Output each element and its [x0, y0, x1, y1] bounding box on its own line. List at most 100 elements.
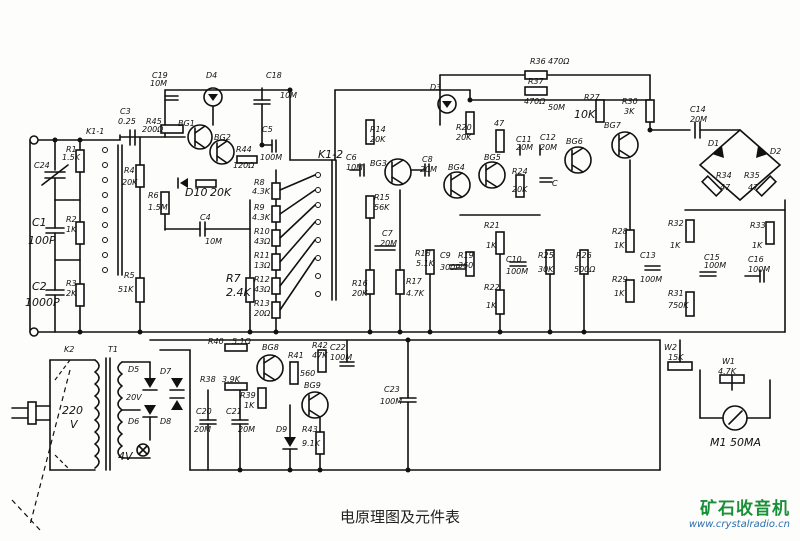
label-r1-value: 1.5K [62, 153, 81, 162]
label-r37-value: 470Ω [524, 97, 546, 106]
label-r31-value: 750K [668, 301, 689, 310]
label-c8: C8 [422, 155, 433, 164]
label-bg7: BG7 [604, 121, 622, 130]
label-c16: C16 [748, 255, 764, 264]
label-r18-value: 5.1K [416, 259, 435, 268]
label-r24: R24 [512, 167, 528, 176]
label-r27-value-big: 10K [574, 108, 596, 121]
label-r12: R12 [254, 275, 270, 284]
power-supply [11, 339, 661, 531]
top-resistors [524, 70, 548, 96]
label-bg3: BG3 [370, 159, 387, 168]
label-c1-value: 100P [28, 234, 56, 247]
label-c14-value: 20M [690, 115, 707, 124]
label-r19-value: 360 [458, 261, 473, 270]
label-r19: R19 [458, 251, 474, 260]
label-r45-value: 200Ω [142, 125, 164, 134]
label-c19-value: 10M [150, 79, 167, 88]
label-c20: C20 [196, 407, 212, 416]
label-220: 220 [62, 404, 83, 417]
label-c19: C19 [152, 71, 168, 80]
label-r33-value: 1K [752, 241, 763, 250]
diagram-caption: 电原理图及元件表 [339, 508, 460, 526]
label-r38-value: 3.9K [222, 375, 241, 384]
label-r16-value: 20K [352, 289, 368, 298]
label-d8: D8 [160, 417, 171, 426]
label-r36: R36 [530, 57, 546, 66]
label-c4: C4 [200, 213, 211, 222]
label-r43: R43 [302, 425, 318, 434]
label-r28: R28 [612, 227, 628, 236]
label-r31: R31 [668, 289, 684, 298]
label-c12: C12 [540, 133, 556, 142]
label-c6: C6 [346, 153, 357, 162]
label-r36-value: 470Ω [548, 57, 570, 66]
label-r40-value: 5.1Ω [232, 337, 252, 346]
label-r29: R29 [612, 275, 628, 284]
label-r37: R37 [528, 77, 545, 86]
label-c5: C5 [262, 125, 273, 134]
label-r34-47: 47 [720, 183, 731, 192]
label-r44: R44 [236, 145, 252, 154]
label-d7: D7 [160, 367, 172, 376]
label-r35-value: 47 [748, 183, 759, 192]
label-bg5: BG5 [484, 153, 501, 162]
label-c18: C18 [266, 71, 282, 80]
label-r43-value: 9.1K [302, 439, 321, 448]
label-c10-value: 100M [506, 267, 528, 276]
label-c9: C9 [440, 251, 451, 260]
label-r21-value: 1K [486, 241, 497, 250]
label-c24: C24 [34, 161, 50, 170]
label-r9-value: 4.3K [252, 213, 271, 222]
label-d9: D9 [276, 425, 287, 434]
label-c14: C14 [690, 105, 706, 114]
regulator [199, 339, 417, 471]
preamp-section [135, 87, 277, 333]
label-r6-value: 1.5M [148, 203, 168, 212]
label-d3: D3 [430, 83, 441, 92]
label-bg9: BG9 [304, 381, 321, 390]
label-r22: R22 [484, 283, 500, 292]
label-r3: R3 [66, 279, 77, 288]
label-r8: R8 [254, 178, 265, 187]
label-r8-value: 4.3K [252, 187, 271, 196]
label-bg4: BG4 [448, 163, 465, 172]
label-r26: R26 [576, 251, 592, 260]
label-r3-value: 2K [66, 289, 77, 298]
input-section [29, 129, 136, 337]
label-r7-value: 2.4K [226, 286, 251, 299]
label-r38: R38 [200, 375, 216, 384]
label-r4: R4 [124, 166, 135, 175]
logo-url: www.crystalradio.cn [688, 519, 790, 530]
label-r14: R14 [370, 125, 386, 134]
label-c1: C1 [32, 216, 47, 229]
label-r34: R34 [716, 171, 732, 180]
label-w2-value: 15K [668, 353, 684, 362]
label-r34-value: 47 [494, 119, 505, 128]
label-r20: R20 [456, 123, 472, 132]
label-c23: C23 [384, 385, 400, 394]
label-c2-value: 1000P [25, 296, 60, 309]
label-c15-value: 100M [704, 261, 726, 270]
label-r45: R45 [146, 117, 162, 126]
label-c21: C21 [226, 407, 242, 416]
label-c12-value: 20M [540, 143, 557, 152]
label-r44-value: 120Ω [233, 161, 255, 170]
label-c22: C22 [330, 343, 346, 352]
label-m1: M1 50MA [710, 436, 761, 449]
label-k1-2: K1-2 [318, 148, 343, 161]
label-r17-value: 4.7K [406, 289, 425, 298]
label-c: C [552, 179, 558, 188]
label-r2: R2 [66, 215, 77, 224]
label-r41-value: 560 [300, 369, 315, 378]
label-r41: R41 [288, 351, 304, 360]
label-r28-value: 1K [614, 241, 625, 250]
label-r25-value: 30K [538, 265, 554, 274]
label-w1: W1 [722, 357, 735, 366]
label-r35: R35 [744, 171, 760, 180]
label-r25: R25 [538, 251, 554, 260]
junction-dots [52, 87, 653, 473]
label-c13: C13 [640, 251, 656, 260]
label-r30: R30 [622, 97, 638, 106]
rotary-switch-k1-1 [102, 144, 123, 276]
